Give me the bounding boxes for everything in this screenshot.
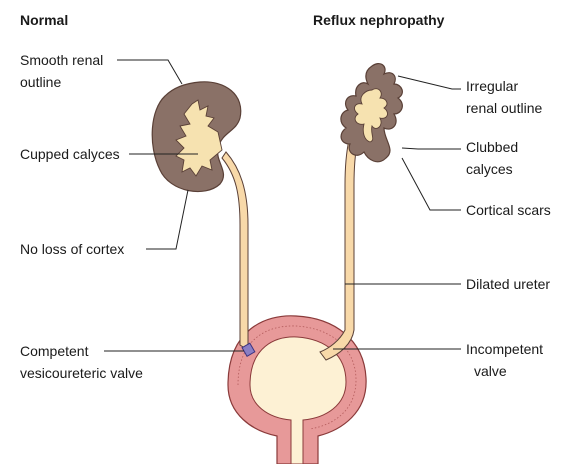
label-competent-line2: vesicoureteric valve <box>20 364 143 382</box>
reflux-kidney <box>341 64 402 162</box>
heading-reflux-nephropathy: Reflux nephropathy <box>313 11 444 29</box>
label-no-loss-of-cortex: No loss of cortex <box>20 240 124 258</box>
leader-cortical-scars <box>402 158 461 210</box>
normal-kidney <box>152 82 241 192</box>
label-competent-line1: Competent <box>20 342 88 360</box>
leader-lines <box>104 60 461 351</box>
leader-smooth-outline <box>117 60 182 84</box>
label-dilated-ureter: Dilated ureter <box>466 275 550 293</box>
label-incompetent-line2: valve <box>474 362 507 380</box>
label-irregular-outline-line1: Irregular <box>466 77 518 95</box>
label-cupped-calyces: Cupped calyces <box>20 145 120 163</box>
label-irregular-outline-line2: renal outline <box>466 99 542 117</box>
label-cortical-scars: Cortical scars <box>466 201 551 219</box>
label-smooth-renal-outline-line1: Smooth renal <box>20 51 103 69</box>
label-clubbed-line1: Clubbed <box>466 138 518 156</box>
label-clubbed-line2: calyces <box>466 160 513 178</box>
leader-irregular-outline <box>398 76 461 89</box>
leader-no-loss-cortex <box>146 190 188 249</box>
label-incompetent-line1: Incompetent <box>466 340 543 358</box>
label-smooth-renal-outline-line2: outline <box>20 73 61 91</box>
leader-clubbed-calyces <box>402 148 461 149</box>
left-ureter <box>222 152 248 350</box>
heading-normal: Normal <box>20 11 68 29</box>
